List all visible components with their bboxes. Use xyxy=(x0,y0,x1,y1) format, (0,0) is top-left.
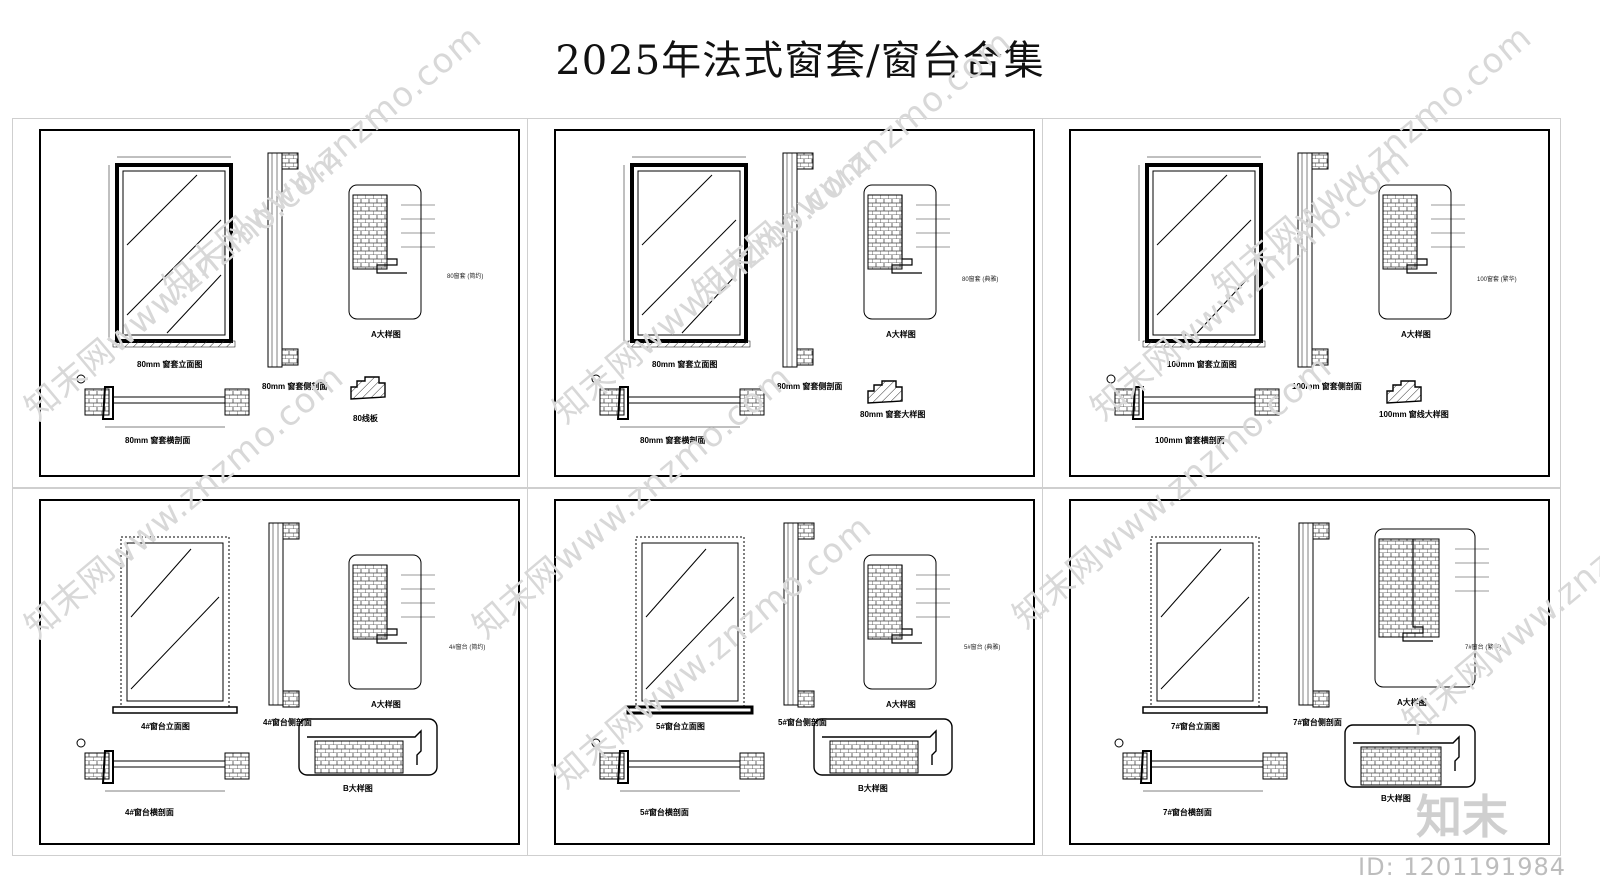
plan-caption: 7#窗台横剖面 xyxy=(1163,808,1212,817)
elevation-caption: 4#窗台立面图 xyxy=(141,722,190,731)
plan-caption: 4#窗台横剖面 xyxy=(125,808,174,817)
sheet-border xyxy=(39,129,520,477)
drawing-sheet: 100mm 窗套立面图 100mm 窗套侧剖面 A大样图 100mm 窗套横剖面 100… xyxy=(1042,118,1561,488)
cad-linework xyxy=(76,522,438,792)
sheet-border xyxy=(554,129,1035,477)
sheet-border xyxy=(39,499,520,845)
plan-caption: 80mm 窗套横剖面 xyxy=(125,436,191,445)
profile-caption: B大样图 xyxy=(858,784,888,793)
profile-caption: 80线板 xyxy=(353,414,378,423)
section-caption: 100mm 窗套侧剖面 xyxy=(1292,382,1362,391)
profile-caption: 100mm 窗线大样图 xyxy=(1379,410,1449,419)
drawing-elements xyxy=(591,152,950,428)
elevation-caption: 7#窗台立面图 xyxy=(1171,722,1220,731)
page-title: 2025年法式窗套/窗台合集 xyxy=(555,38,1045,84)
drawing-sheet: 80mm 窗套立面图 80mm 窗套侧剖面 A大样图 80mm 窗套横剖面 80线板 80… xyxy=(12,118,531,488)
sheet-border xyxy=(1069,499,1550,845)
section-caption: 5#窗台侧剖面 xyxy=(778,718,827,727)
elevation-caption: 5#窗台立面图 xyxy=(656,722,705,731)
plan-caption: 80mm 窗套横剖面 xyxy=(640,436,706,445)
sheet-border xyxy=(554,499,1035,845)
sheet-subtitle: 80窗套 (典雅) xyxy=(962,277,999,283)
sheet-subtitle: 5#窗台 (典雅) xyxy=(964,645,1001,651)
profile-caption: 80mm 窗套大样图 xyxy=(860,410,926,419)
drawing-sheet: 5#窗台立面图 5#窗台侧剖面 A大样图 5#窗台横剖面 B大样图 5#窗台 (典雅) xyxy=(527,488,1046,856)
cad-linework xyxy=(591,522,953,792)
cad-linework xyxy=(1114,522,1489,792)
drawing-sheet: 4#窗台立面图 4#窗台侧剖面 A大样图 4#窗台横剖面 B大样图 4#窗台 (简约) xyxy=(12,488,531,856)
drawing-sheet: 80mm 窗套立面图 80mm 窗套侧剖面 A大样图 80mm 窗套横剖面 80mm 窗… xyxy=(527,118,1046,488)
watermark-logo: 知末 xyxy=(1416,790,1508,844)
drawing-elements xyxy=(76,152,435,428)
profile-caption: B大样图 xyxy=(1381,794,1411,803)
drawing-elements xyxy=(1114,522,1489,792)
profile-caption: B大样图 xyxy=(343,784,373,793)
drawing-elements xyxy=(76,522,438,792)
detail-a-caption: A大样图 xyxy=(886,700,916,709)
cad-linework xyxy=(1106,152,1465,428)
sheet-subtitle: 80窗套 (简约) xyxy=(447,274,484,280)
drawing-sheet: 7#窗台立面图 7#窗台侧剖面 A大样图 7#窗台横剖面 B大样图 7#窗台 (繁华) xyxy=(1042,488,1561,856)
sheet-border xyxy=(1069,129,1550,477)
image-id-label: ID: 1201191984 xyxy=(1358,853,1566,881)
section-caption: 80mm 窗套侧剖面 xyxy=(262,382,328,391)
cad-linework xyxy=(76,152,435,428)
drawing-elements xyxy=(591,522,953,792)
elevation-caption: 100mm 窗套立面图 xyxy=(1167,360,1237,369)
plan-caption: 100mm 窗套横剖面 xyxy=(1155,436,1225,445)
section-caption: 4#窗台侧剖面 xyxy=(263,718,312,727)
sheet-subtitle: 4#窗台 (简约) xyxy=(449,645,486,651)
sheet-subtitle: 100窗套 (繁华) xyxy=(1477,277,1517,283)
cad-linework xyxy=(591,152,950,428)
section-caption: 7#窗台侧剖面 xyxy=(1293,718,1342,727)
detail-a-caption: A大样图 xyxy=(886,330,916,339)
detail-a-caption: A大样图 xyxy=(371,700,401,709)
elevation-caption: 80mm 窗套立面图 xyxy=(652,360,718,369)
detail-a-caption: A大样图 xyxy=(1401,330,1431,339)
drawing-elements xyxy=(1106,152,1465,428)
section-caption: 80mm 窗套侧剖面 xyxy=(777,382,843,391)
detail-a-caption: A大样图 xyxy=(371,330,401,339)
sheet-subtitle: 7#窗台 (繁华) xyxy=(1465,645,1502,651)
plan-caption: 5#窗台横剖面 xyxy=(640,808,689,817)
elevation-caption: 80mm 窗套立面图 xyxy=(137,360,203,369)
detail-a-caption: A大样图 xyxy=(1397,698,1427,707)
